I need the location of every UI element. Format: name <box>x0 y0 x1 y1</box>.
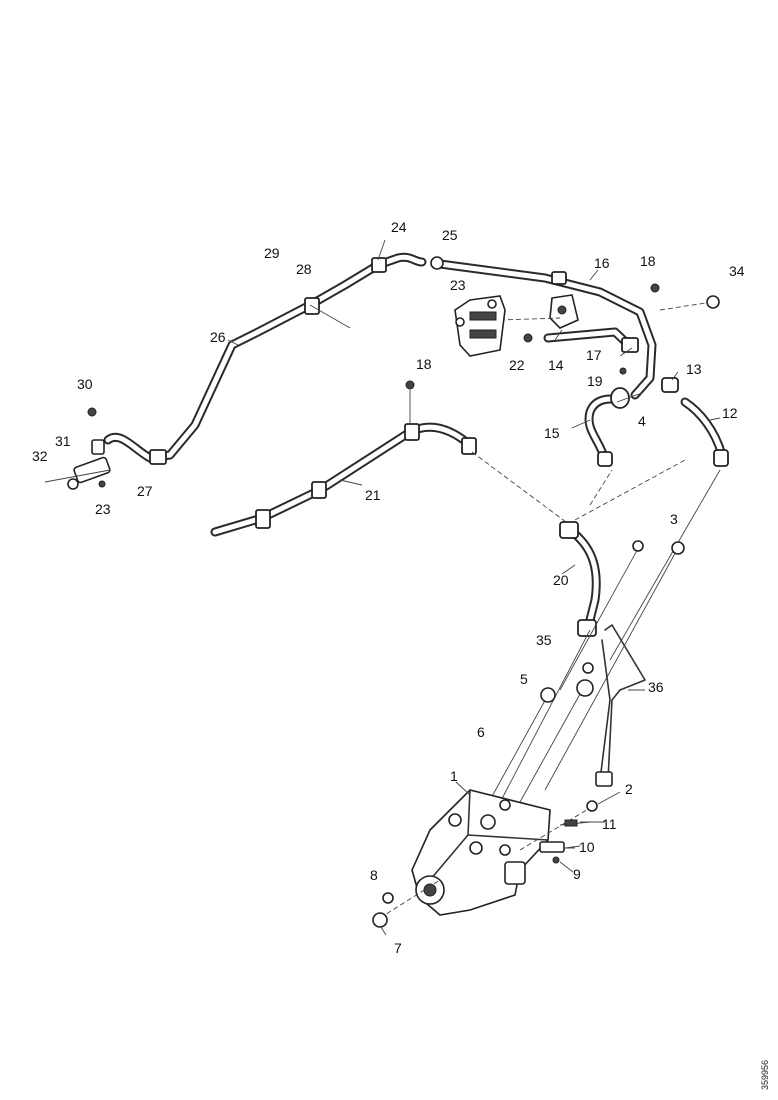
callout-20: 20 <box>553 572 569 588</box>
callout-28: 28 <box>296 261 312 277</box>
bracket-14 <box>549 294 579 329</box>
callout-31: 31 <box>55 433 71 449</box>
callout-22: 22 <box>509 357 525 373</box>
heat-exchanger-1 <box>411 789 551 916</box>
bolt-11 <box>564 819 578 827</box>
hose-12 <box>661 377 729 467</box>
nut-2 <box>586 800 598 812</box>
bracket-36 <box>595 624 646 787</box>
callout-36: 36 <box>648 679 664 695</box>
callout-26: 26 <box>210 329 226 345</box>
callout-35: 35 <box>536 632 552 648</box>
callout-29: 29 <box>264 245 280 261</box>
callout-23-top: 23 <box>450 277 466 293</box>
plug-7 <box>372 912 388 928</box>
callout-5: 5 <box>520 671 528 687</box>
callout-10: 10 <box>579 839 595 855</box>
bolt-19 <box>619 367 627 375</box>
pipe-26 <box>103 252 427 465</box>
callout-21: 21 <box>365 487 381 503</box>
callout-16: 16 <box>594 255 610 271</box>
callout-8: 8 <box>370 867 378 883</box>
bracket-23-top <box>454 295 506 357</box>
callout-3: 3 <box>670 511 678 527</box>
callout-6: 6 <box>477 724 485 740</box>
callout-1: 1 <box>450 768 458 784</box>
nut-25 <box>430 256 444 270</box>
bolt-22 <box>523 333 533 343</box>
callout-17: 17 <box>586 347 602 363</box>
pipe-16 <box>430 256 657 400</box>
callout-11: 11 <box>602 816 617 832</box>
callout-4: 4 <box>638 413 646 429</box>
callout-18-top: 18 <box>640 253 656 269</box>
callout-27: 27 <box>137 483 153 499</box>
fitting-10 <box>539 841 565 853</box>
bolt-18-mid <box>405 380 415 390</box>
nut-3b <box>671 541 685 555</box>
callout-15: 15 <box>544 425 560 441</box>
nut-5 <box>540 687 556 703</box>
callout-14: 14 <box>548 357 564 373</box>
nut-35 <box>576 679 594 697</box>
document-number: 359956 <box>760 1060 770 1090</box>
callout-2: 2 <box>625 781 633 797</box>
callout-18-mid: 18 <box>416 356 432 372</box>
nut-34 <box>706 295 720 309</box>
callout-7: 7 <box>394 940 402 956</box>
callout-32: 32 <box>32 448 48 464</box>
callout-19: 19 <box>587 373 603 389</box>
callout-34: 34 <box>729 263 745 279</box>
callout-9: 9 <box>573 866 581 882</box>
callout-24: 24 <box>391 219 407 235</box>
callout-13: 13 <box>686 361 702 377</box>
clamp-24 <box>371 257 387 273</box>
ring-8 <box>382 892 394 904</box>
callout-12: 12 <box>722 405 738 421</box>
bolt-9 <box>552 856 560 864</box>
callout-30: 30 <box>77 376 93 392</box>
nut-3a <box>632 540 644 552</box>
fitting-31-32 <box>67 407 111 490</box>
clamp-27 <box>149 449 167 465</box>
bolt-18 <box>650 283 660 293</box>
pipe-21 <box>210 380 477 537</box>
callout-25: 25 <box>442 227 458 243</box>
hose-15 <box>584 387 630 467</box>
callout-23-left: 23 <box>95 501 111 517</box>
